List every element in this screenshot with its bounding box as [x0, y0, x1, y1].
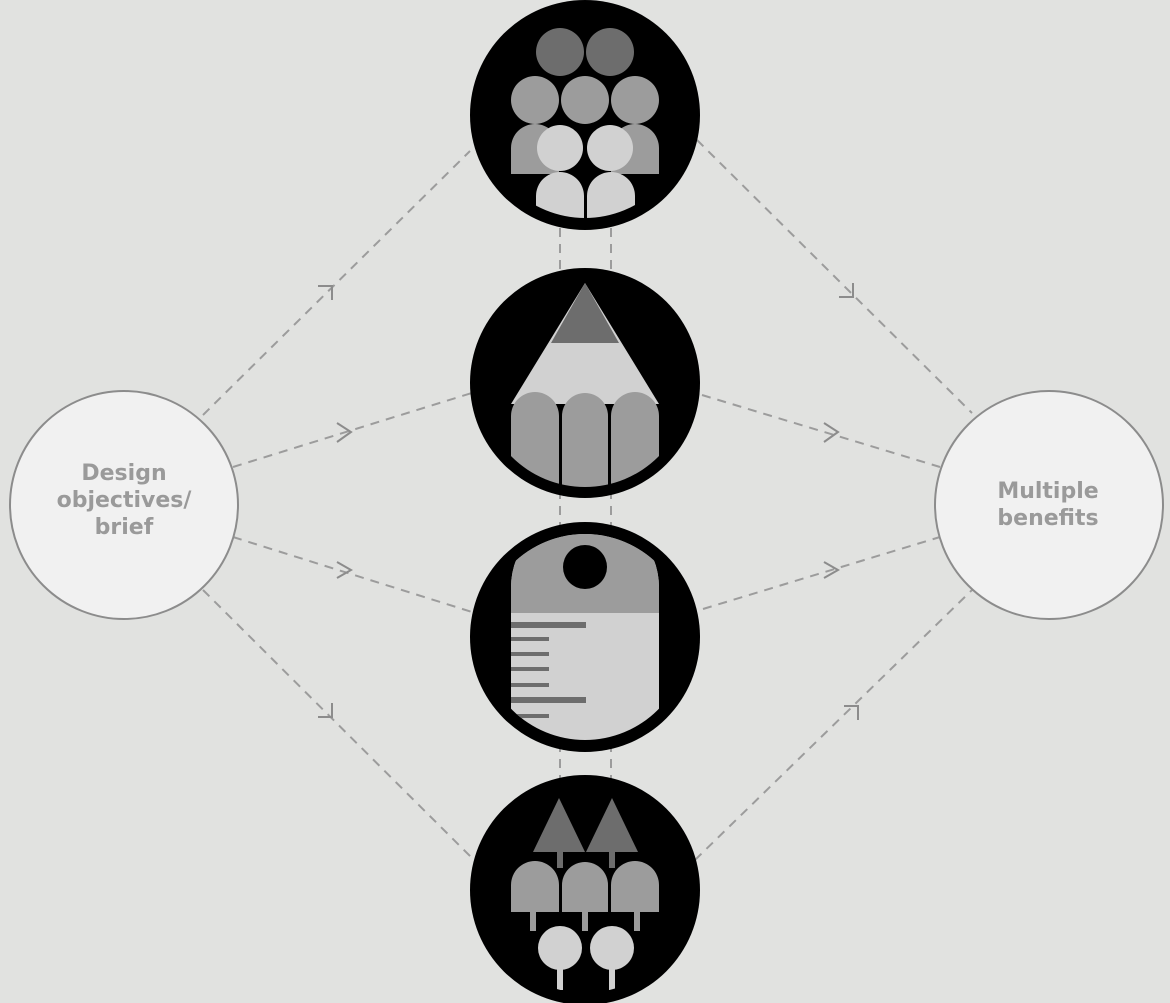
- document-tag-icon: [511, 534, 659, 740]
- arrow-head-icon: [823, 422, 840, 443]
- node-multiple-benefits: [934, 390, 1164, 620]
- arrow-head-icon: [844, 705, 859, 720]
- arrowheads: [318, 283, 859, 720]
- connector-stage-3-to-right: [702, 536, 941, 610]
- node-label-multiple-benefits: Multiple benefits: [997, 479, 1099, 531]
- connector-stage-4-to-right: [694, 589, 973, 861]
- connector-left-to-stage-3: [232, 536, 473, 613]
- stage-people: [470, 0, 700, 230]
- node-design-objectives: [9, 390, 239, 620]
- arrow-head-icon: [318, 285, 333, 300]
- stage-document: [470, 522, 700, 752]
- connector-left-to-stage-4: [202, 589, 477, 863]
- node-label-design-objectives: Design objectives/ brief: [56, 460, 192, 540]
- arrow-head-icon: [823, 561, 841, 579]
- arrow-head-icon: [336, 422, 353, 443]
- connector-stage-1-to-right: [696, 139, 973, 414]
- connectors: [202, 139, 973, 863]
- connector-left-to-stage-1: [202, 150, 471, 416]
- arrow-head-icon: [336, 561, 354, 579]
- document-text-lines: [511, 622, 586, 718]
- trees-icon: [511, 798, 659, 990]
- stage-trees: [470, 775, 700, 1003]
- connector-left-to-stage-2: [232, 391, 476, 468]
- connector-stage-2-to-right: [701, 394, 941, 468]
- arrow-head-icon: [318, 703, 333, 718]
- arrow-head-icon: [839, 283, 854, 298]
- stage-pencil: [470, 268, 700, 498]
- people-group-icon: [511, 28, 659, 218]
- pencil-icon: [511, 283, 659, 487]
